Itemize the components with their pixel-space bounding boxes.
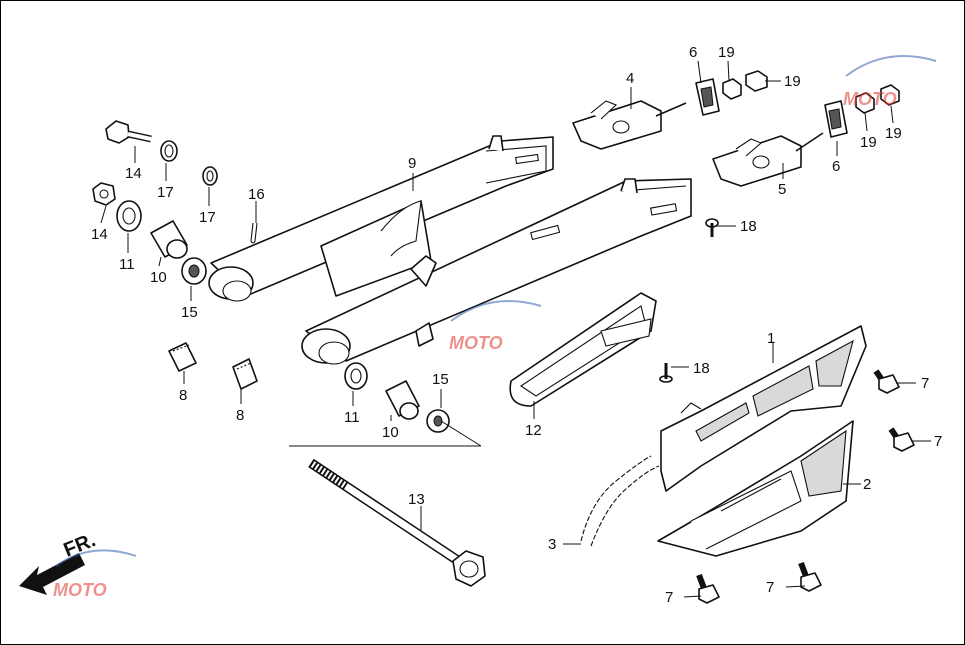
watermark-logo-icon: MOTO (449, 300, 542, 353)
callout-14-nut: 14 (91, 226, 108, 243)
callout-18-lower: 18 (693, 360, 710, 377)
watermark-text-2: MOTO (843, 89, 897, 109)
watermark-text-1: MOTO (449, 333, 503, 353)
callout-6-top: 6 (689, 44, 697, 61)
callout-11-upper: 11 (119, 256, 135, 273)
callout-10-lower: 10 (382, 424, 399, 441)
callout-18-upper: 18 (740, 218, 757, 235)
callout-16: 16 (248, 186, 265, 203)
adjuster-nuts (722, 70, 900, 114)
callout-3: 3 (548, 536, 556, 553)
watermark-logos: MOTO MOTO MOTO (53, 55, 937, 600)
callout-8-right: 8 (236, 407, 244, 424)
bolt-14 (105, 120, 152, 144)
front-label: FR. (61, 529, 99, 561)
callout-6-right: 6 (832, 158, 840, 175)
leader-lines (100, 60, 931, 598)
chain-guide (509, 292, 657, 407)
callout-19-d: 19 (885, 125, 902, 142)
callout-14-bolt: 14 (125, 165, 142, 182)
callout-17-right: 17 (199, 209, 216, 226)
callout-5: 5 (778, 181, 786, 198)
seal-11-lower (344, 362, 368, 390)
callout-15-lower: 15 (432, 371, 449, 388)
pivot-bolt (308, 458, 486, 587)
chain-case-upper (660, 325, 867, 492)
front-arrow-icon (19, 553, 85, 595)
callout-10-upper: 10 (150, 269, 167, 286)
swing-arm (208, 135, 692, 365)
watermark-logo-icon-2: MOTO (843, 55, 937, 109)
callout-7-d: 7 (766, 579, 774, 596)
bolts-7 (696, 369, 915, 604)
callout-13: 13 (408, 491, 425, 508)
seal-11-upper (116, 200, 142, 232)
nut-14 (92, 182, 116, 206)
chain-adjuster-5 (712, 132, 824, 187)
callout-11-lower: 11 (344, 409, 360, 426)
callout-19-a: 19 (718, 44, 735, 61)
callout-2: 2 (863, 476, 871, 493)
washers-17 (160, 140, 218, 186)
watermark-text-3: MOTO (53, 580, 107, 600)
cotter-pin-16 (250, 222, 258, 244)
collar-10-upper (150, 220, 188, 259)
seal-15-lower (426, 409, 450, 433)
bolts-18 (659, 218, 719, 383)
drive-chain (580, 455, 660, 547)
chain-adjuster-4 (572, 100, 687, 150)
callout-7-a: 7 (921, 375, 929, 392)
collar-10-lower (385, 380, 420, 420)
callout-labels: 1 2 3 4 5 6 6 7 7 7 7 8 8 9 10 10 11 11 … (91, 44, 942, 606)
callout-9: 9 (408, 155, 416, 172)
callout-1: 1 (767, 330, 775, 347)
callout-8-left: 8 (179, 387, 187, 404)
watermark-logo-icon-3: MOTO (53, 549, 137, 600)
callout-19-c: 19 (860, 134, 877, 151)
callout-7-b: 7 (934, 433, 942, 450)
callout-12: 12 (525, 422, 542, 439)
bearings-8 (168, 342, 258, 390)
callout-15-upper: 15 (181, 304, 198, 321)
callout-4: 4 (626, 70, 634, 87)
chain-case-lower (657, 420, 854, 557)
callout-17-left: 17 (157, 184, 174, 201)
seal-15-upper (181, 257, 207, 285)
adjuster-plates (695, 78, 848, 138)
callout-7-c: 7 (665, 589, 673, 606)
callout-19-b: 19 (784, 73, 801, 90)
